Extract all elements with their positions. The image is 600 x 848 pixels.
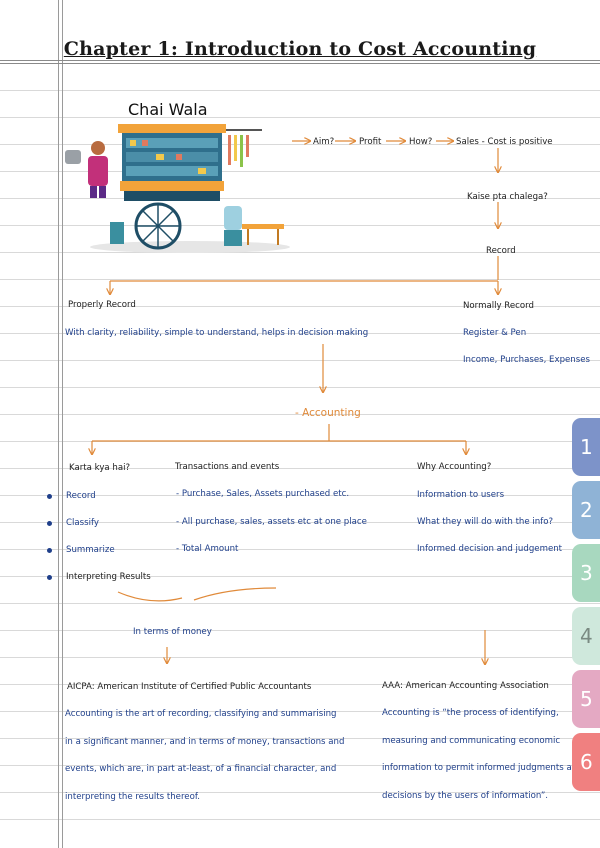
margin-line-right <box>62 0 63 848</box>
transactions-item: - Purchase, Sales, Assets purchased etc. <box>176 489 350 499</box>
section-tab-1[interactable]: 1 <box>572 418 600 476</box>
transactions-item: - All purchase, sales, assets etc at one… <box>176 517 367 527</box>
normally-record-item: Register & Pen <box>463 328 527 338</box>
karta-item: Summarize <box>66 545 115 555</box>
bullet-icon <box>47 548 52 553</box>
aicpa-definition-line: in a significant manner, and in terms of… <box>65 737 345 747</box>
flow-record: Record <box>486 246 516 256</box>
section-tab-5[interactable]: 5 <box>572 670 600 728</box>
aicpa-definition-line: Accounting is the art of recording, clas… <box>65 709 337 719</box>
title-rule-bottom <box>0 63 600 64</box>
chai-wala-heading: Chai Wala <box>128 100 208 119</box>
aaa-definition-line: decisions by the users of information”. <box>382 791 549 801</box>
bullet-icon <box>47 494 52 499</box>
bullet-icon <box>47 575 52 580</box>
transactions-heading: Transactions and events <box>175 462 280 472</box>
section-tab-2[interactable]: 2 <box>572 481 600 539</box>
aaa-definition-line: measuring and communicating economic <box>382 736 561 746</box>
why-accounting-item: Informed decision and judgement <box>417 544 563 554</box>
flow-question: Kaise pta chalega? <box>467 192 548 202</box>
aicpa-heading: AICPA: American Institute of Certified P… <box>67 682 312 692</box>
aaa-heading: AAA: American Accounting Association <box>382 681 549 691</box>
karta-item: Record <box>66 491 96 501</box>
flow-sales-cost: Sales - Cost is positive <box>456 137 553 147</box>
in-terms-of-money: In terms of money <box>133 627 212 637</box>
flow-aim: Aim? <box>313 137 335 147</box>
normally-record-heading: Normally Record <box>463 301 534 311</box>
karta-item: Classify <box>66 518 99 528</box>
aaa-definition-line: information to permit informed judgments… <box>382 763 583 773</box>
karta-item: Interpreting Results <box>66 572 151 582</box>
accounting-heading: - Accounting <box>295 407 361 419</box>
flow-how: How? <box>409 137 433 147</box>
bullet-icon <box>47 521 52 526</box>
why-accounting-item: What they will do with the info? <box>417 517 554 527</box>
flow-profit: Profit <box>359 137 382 147</box>
section-tab-3[interactable]: 3 <box>572 544 600 602</box>
aaa-definition-line: Accounting is “the process of identifyin… <box>382 708 559 718</box>
properly-record-heading: Properly Record <box>68 300 136 310</box>
transactions-item: - Total Amount <box>176 544 239 554</box>
section-tab-6[interactable]: 6 <box>572 733 600 791</box>
normally-record-item: Income, Purchases, Expenses <box>463 355 590 365</box>
section-tab-4[interactable]: 4 <box>572 607 600 665</box>
title-rule-top <box>0 60 600 61</box>
page-title: Chapter 1: Introduction to Cost Accounti… <box>63 38 537 60</box>
aicpa-definition-line: interpreting the results thereof. <box>65 792 200 802</box>
aicpa-definition-line: events, which are, in part at-least, of … <box>65 764 337 774</box>
karta-heading: Karta kya hai? <box>69 463 131 473</box>
properly-record-desc: With clarity, reliability, simple to und… <box>65 328 369 338</box>
why-accounting-heading: Why Accounting? <box>417 462 492 472</box>
margin-line-left <box>58 0 59 848</box>
why-accounting-item: Information to users <box>417 490 505 500</box>
